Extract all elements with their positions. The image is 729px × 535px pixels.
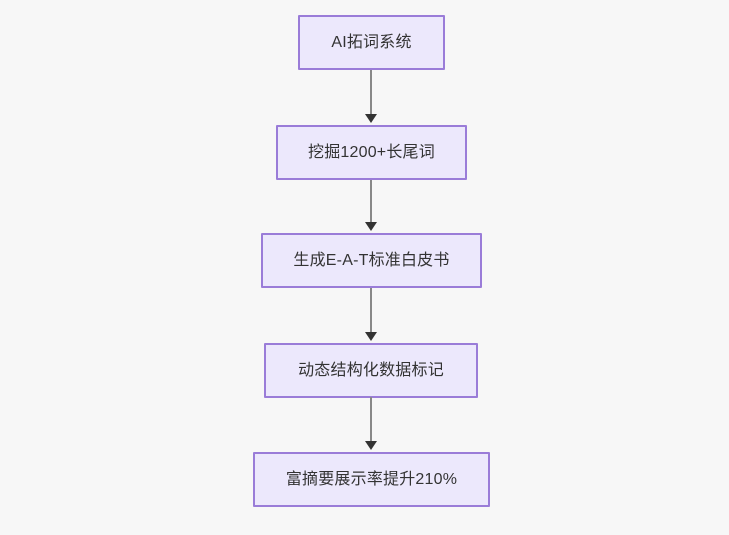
- node-label: 生成E-A-T标准白皮书: [293, 251, 450, 269]
- flowchart-node-mine-longtail-keywords[interactable]: 挖掘1200+长尾词: [276, 125, 467, 180]
- node-label: 富摘要展示率提升210%: [285, 470, 458, 488]
- arrow-down-icon: [365, 441, 377, 450]
- flowchart-edge-3: [370, 288, 372, 334]
- flowchart-node-dynamic-structured-data-markup[interactable]: 动态结构化数据标记: [264, 343, 478, 398]
- node-label: 动态结构化数据标记: [298, 361, 444, 379]
- node-label: AI拓词系统: [331, 33, 412, 51]
- node-label: 挖掘1200+长尾词: [308, 143, 435, 161]
- flowchart-node-ai-keyword-system[interactable]: AI拓词系统: [298, 15, 445, 70]
- arrow-down-icon: [365, 114, 377, 123]
- flowchart-edge-2: [370, 180, 372, 224]
- arrow-down-icon: [365, 332, 377, 341]
- flowchart-edge-4: [370, 397, 372, 443]
- arrow-down-icon: [365, 222, 377, 231]
- flowchart-node-generate-eat-whitepaper[interactable]: 生成E-A-T标准白皮书: [261, 233, 482, 288]
- flowchart-edge-1: [370, 70, 372, 116]
- flowchart-node-rich-snippet-impression-lift[interactable]: 富摘要展示率提升210%: [253, 452, 490, 507]
